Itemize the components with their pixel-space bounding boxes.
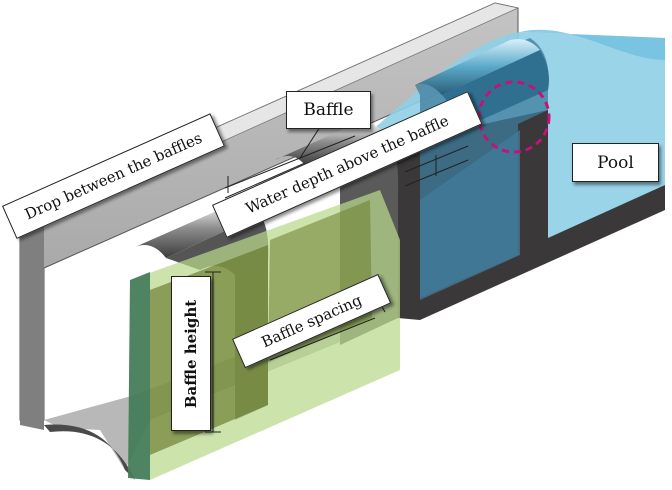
pool-label: Pool [572,143,659,182]
baffle-label: Baffle [286,91,371,129]
baffle-height-label: Baffle height [171,276,211,431]
